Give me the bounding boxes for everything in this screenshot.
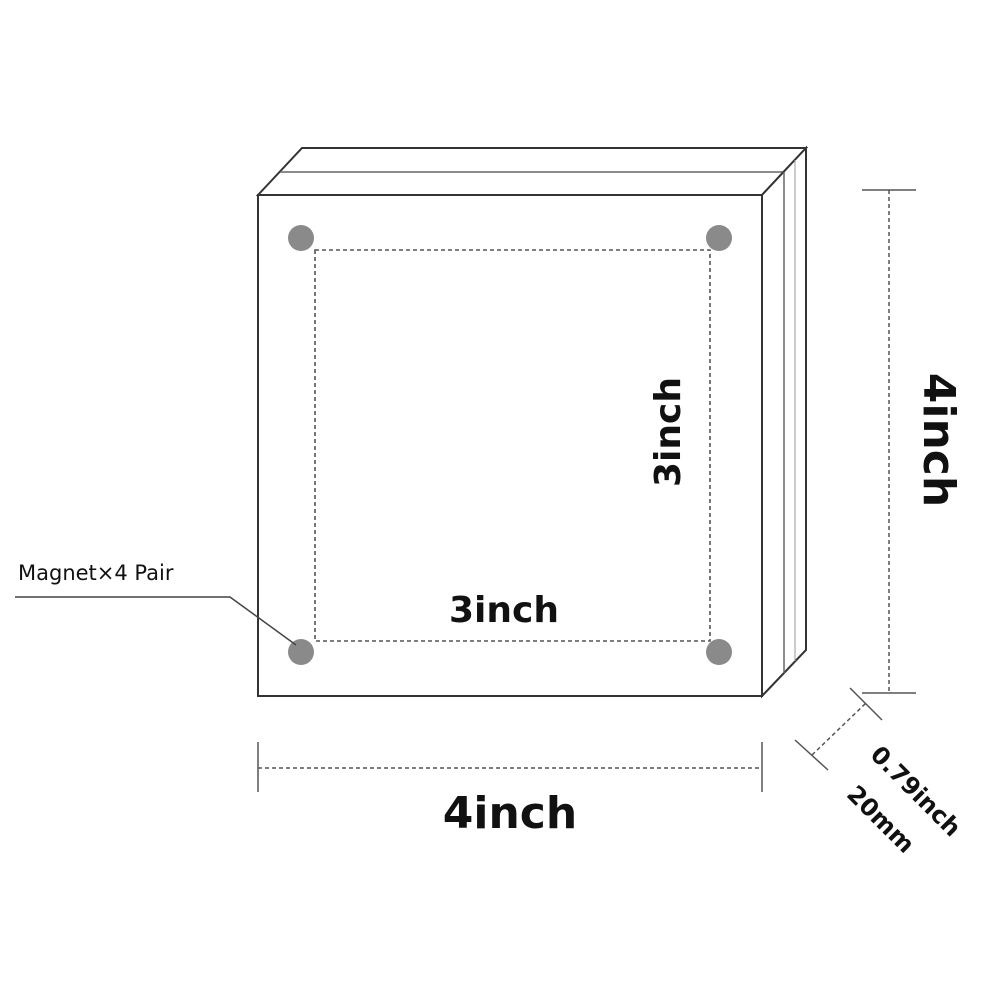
magnet-top-left: [288, 225, 314, 251]
inner-width-label: 3inch: [449, 590, 559, 631]
depth-dim-tick-far: [849, 687, 883, 721]
outer-height-label: 4inch: [913, 373, 964, 507]
frame-front-face: [257, 194, 763, 697]
magnet-bottom-right: [706, 639, 732, 665]
inner-height-label: 3inch: [648, 377, 689, 487]
outer-width-label: 4inch: [443, 788, 577, 839]
photo-area-dashed: [314, 249, 711, 642]
depth-dim-tick-near: [794, 739, 829, 771]
magnet-leader-line: [15, 596, 297, 646]
magnet-label: Magnet×4 Pair: [18, 561, 174, 585]
magnet-top-right: [706, 225, 732, 251]
magnet-bottom-left: [288, 639, 314, 665]
depth-dim-line: [811, 702, 867, 756]
